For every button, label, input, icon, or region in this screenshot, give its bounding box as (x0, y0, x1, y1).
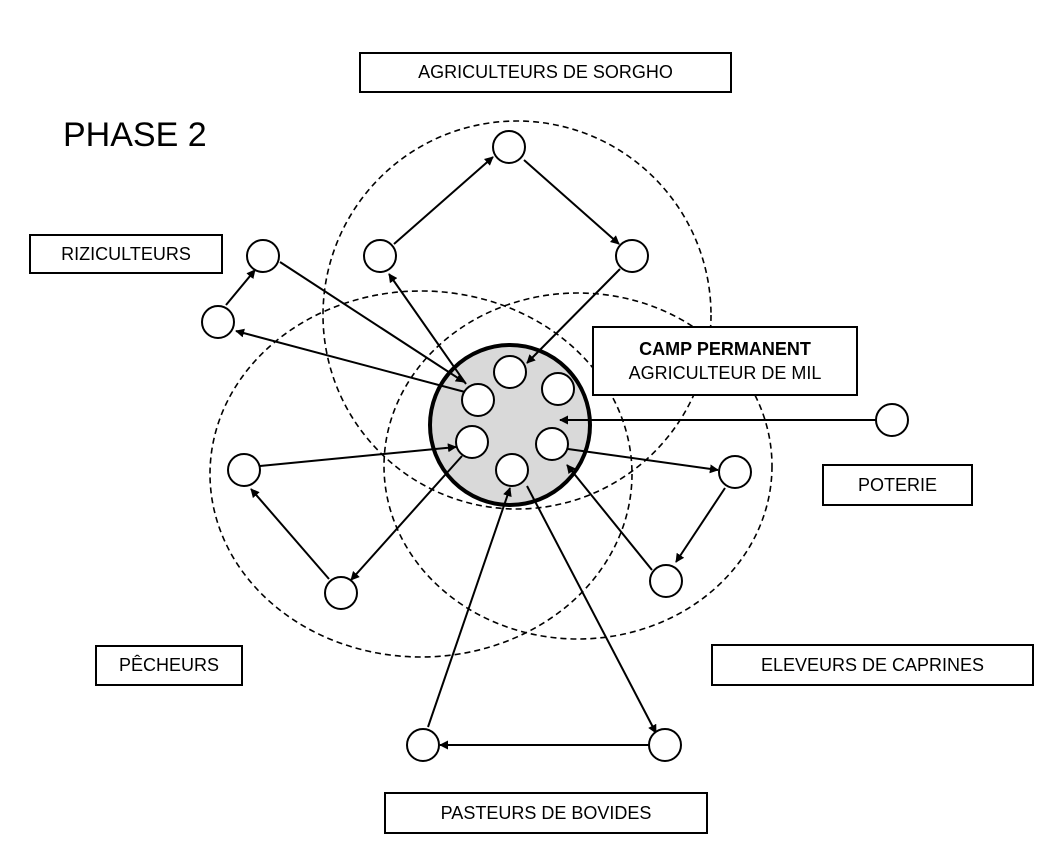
node-caprines-bottom (649, 564, 683, 598)
arrow-sorgho-left-to-top (393, 156, 494, 245)
node-camp-3 (461, 383, 495, 417)
node-bovides-left (406, 728, 440, 762)
label-caprines: ELEVEURS DE CAPRINES (711, 644, 1034, 686)
arrow-pecheurs-to-camp (259, 443, 457, 467)
arrow-caprines-lower-to-camp (566, 464, 653, 571)
node-pecheurs-bottom (324, 576, 358, 610)
arrow-camp-to-rizi-bottom (235, 328, 466, 393)
arrow-camp-to-pecheurs-bottom (350, 455, 463, 581)
arrow-sorgho-right-to-camp (526, 268, 621, 364)
node-camp-1 (493, 355, 527, 389)
label-riziculteurs: RIZICULTEURS (29, 234, 223, 274)
arrow-rizi-bottom-to-top (225, 269, 256, 306)
arrow-rizi-to-camp (279, 261, 465, 383)
phase-title: PHASE 2 (63, 116, 207, 154)
node-sorgho-top (492, 130, 526, 164)
node-camp-5 (535, 427, 569, 461)
label-pecheurs: PÊCHEURS (95, 645, 243, 686)
camp-subtitle: AGRICULTEUR DE MIL (628, 363, 822, 383)
node-sorgho-right (615, 239, 649, 273)
node-pecheurs-left (227, 453, 261, 487)
camp-title: CAMP PERMANENT (639, 339, 811, 359)
range-circle-pecheurs (209, 290, 633, 658)
node-poterie (875, 403, 909, 437)
arrow-camp-to-caprines (567, 448, 719, 474)
node-caprines-top (718, 455, 752, 489)
node-sorgho-left (363, 239, 397, 273)
camp-permanent-label: CAMP PERMANENT AGRICULTEUR DE MIL (592, 326, 858, 396)
node-bovides-right (648, 728, 682, 762)
arrow-sorgho-top-to-right (523, 159, 620, 245)
arrow-camp-to-sorgho-left (388, 273, 467, 385)
label-bovides: PASTEURS DE BOVIDES (384, 792, 708, 834)
node-rizi-top (246, 239, 280, 273)
label-sorgho: AGRICULTEURS DE SORGHO (359, 52, 732, 93)
arrow-pecheurs-bottom-to-left (250, 488, 330, 580)
range-circle-sorgho (322, 120, 712, 510)
node-camp-6 (495, 453, 529, 487)
arrow-camp-to-bovides-right (526, 485, 657, 734)
node-camp-4 (455, 425, 489, 459)
range-circle-caprines (383, 292, 773, 640)
arrow-caprines-to-lower (675, 487, 726, 563)
arrow-bovides-left-to-camp (427, 487, 512, 728)
node-camp-2 (541, 372, 575, 406)
node-rizi-bottom (201, 305, 235, 339)
label-poterie: POTERIE (822, 464, 973, 506)
